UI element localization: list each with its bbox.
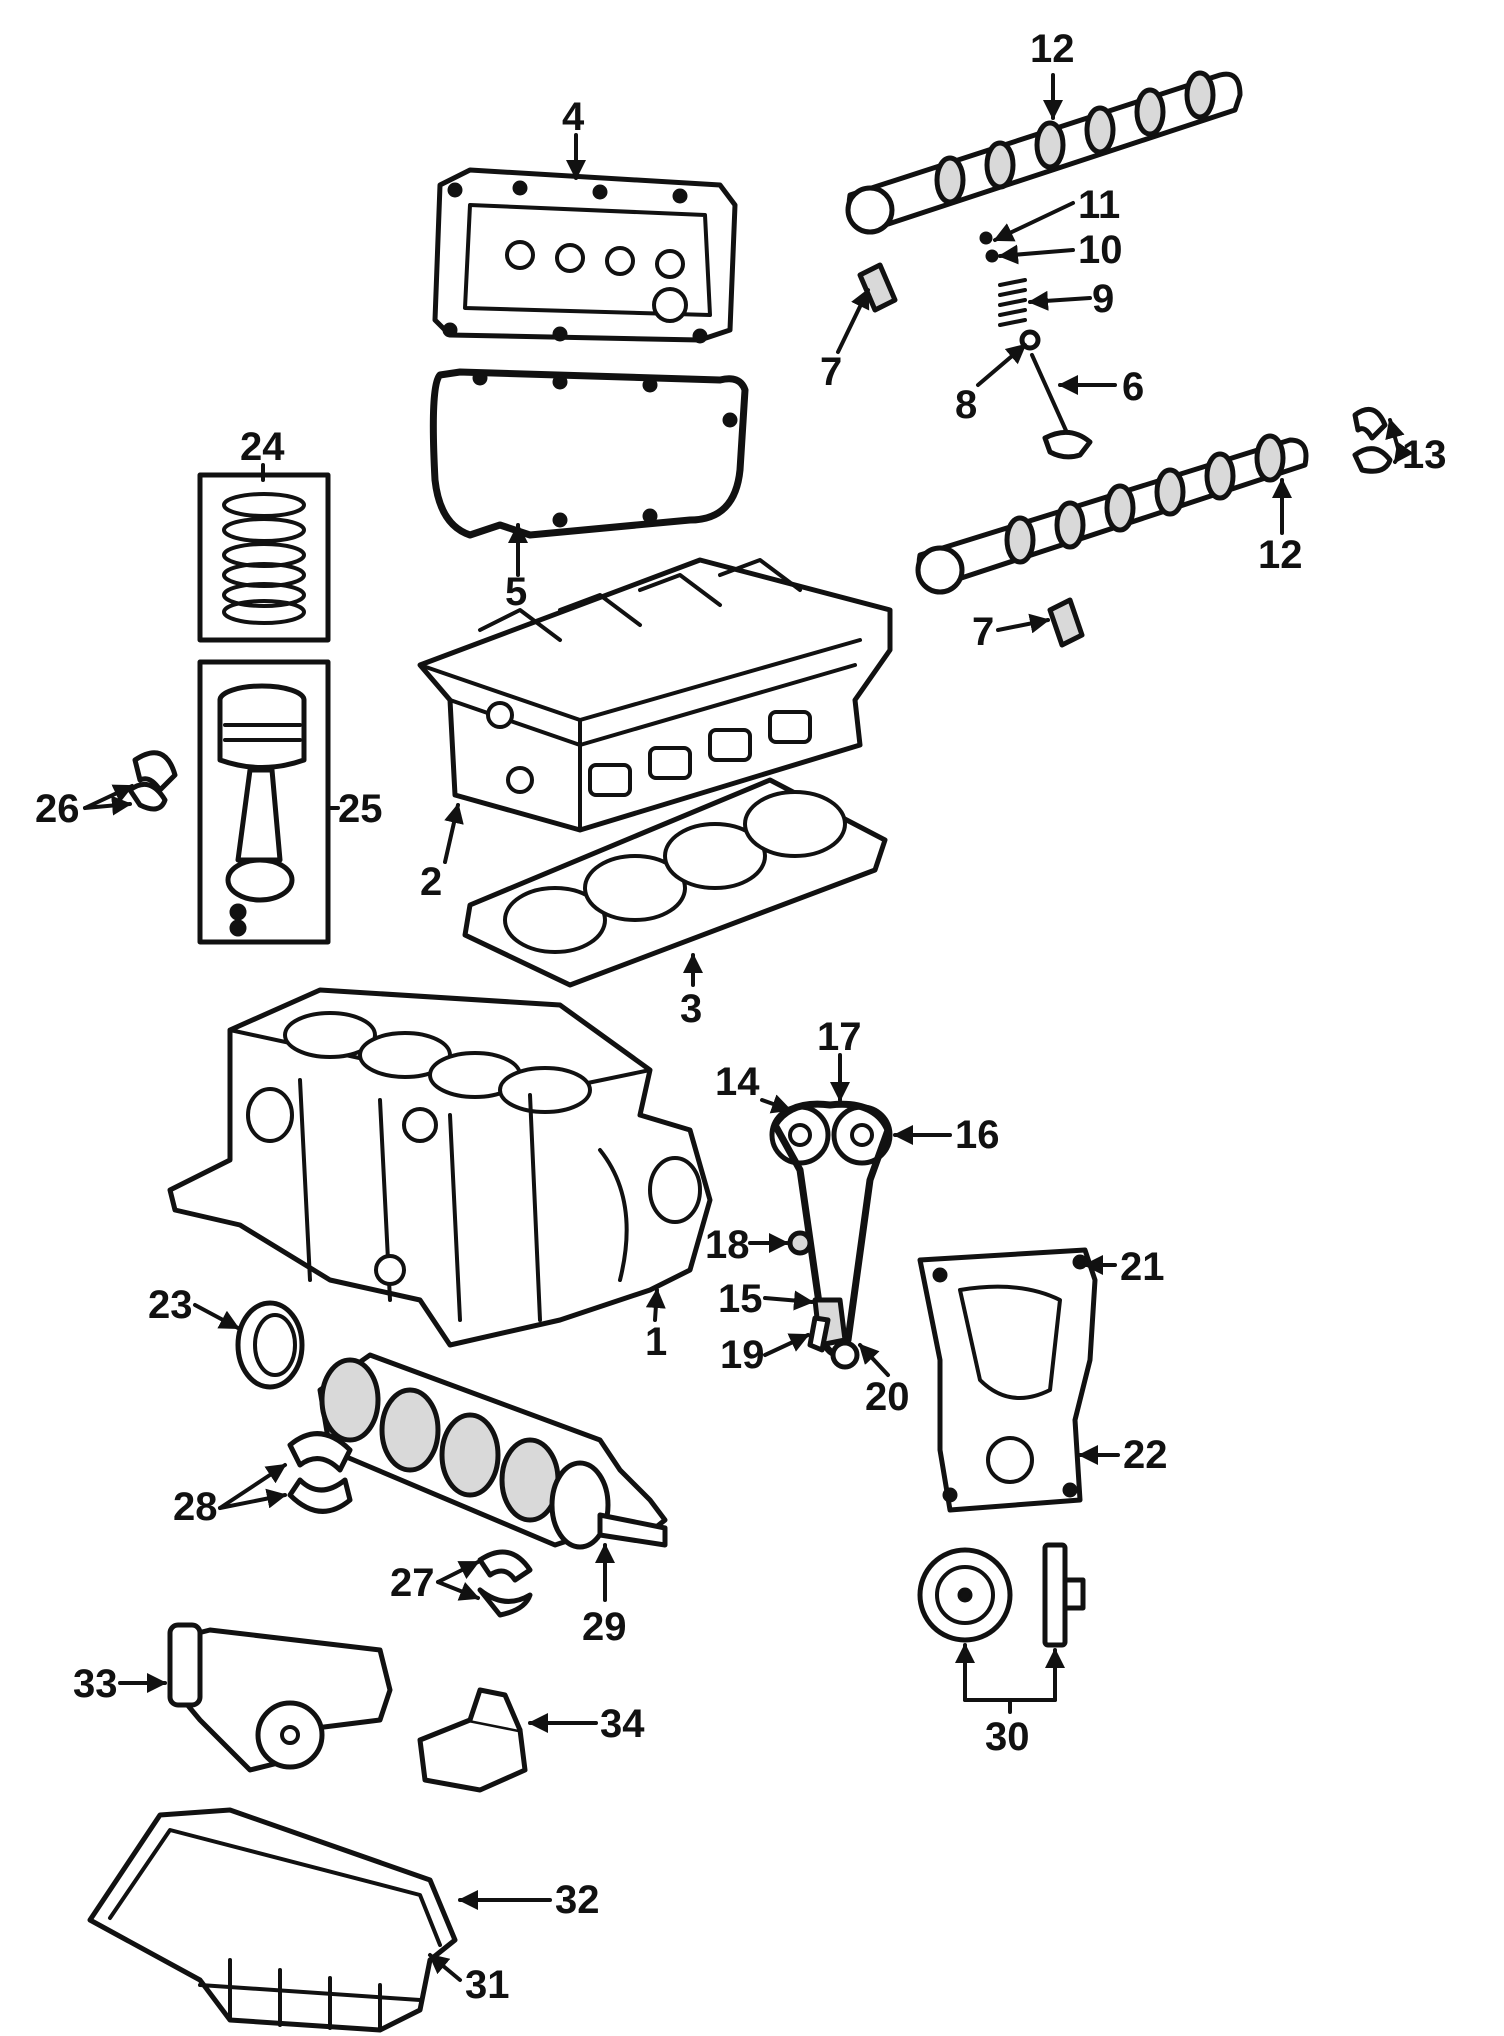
callout-21: 21 bbox=[1120, 1245, 1165, 1289]
callout-28: 28 bbox=[173, 1485, 218, 1529]
oil-pickup bbox=[417, 1687, 528, 1793]
cylinder-head bbox=[417, 557, 893, 833]
callout-29: 29 bbox=[582, 1605, 627, 1649]
callout-7-lower: 7 bbox=[972, 610, 994, 654]
callout-6: 6 bbox=[1122, 365, 1144, 409]
piston-and-rod bbox=[197, 659, 331, 945]
valve-keepers bbox=[979, 231, 999, 263]
valve-spring bbox=[998, 278, 1027, 327]
callout-3: 3 bbox=[680, 987, 702, 1031]
callout-13: 13 bbox=[1402, 433, 1447, 477]
callout-33: 33 bbox=[73, 1662, 118, 1706]
callout-27: 27 bbox=[390, 1561, 435, 1605]
callout-2: 2 bbox=[420, 860, 442, 904]
rod-bearings bbox=[127, 750, 178, 812]
main-bearings bbox=[287, 1431, 353, 1514]
callout-23: 23 bbox=[148, 1283, 193, 1327]
callout-11: 11 bbox=[1078, 183, 1120, 227]
callout-32: 32 bbox=[555, 1878, 600, 1922]
callout-25: 25 bbox=[338, 787, 383, 831]
callout-18: 18 bbox=[705, 1223, 750, 1267]
valve-cover bbox=[432, 167, 738, 344]
callout-4: 4 bbox=[562, 95, 585, 139]
callout-10: 10 bbox=[1078, 228, 1123, 272]
valve bbox=[1030, 353, 1093, 460]
callout-7-upper: 7 bbox=[820, 350, 842, 394]
thrust-bearings bbox=[477, 1549, 533, 1618]
valve-lifter-lower bbox=[1047, 597, 1085, 648]
head-gasket bbox=[462, 777, 888, 988]
callout-31: 31 bbox=[465, 1963, 510, 2007]
callout-20: 20 bbox=[865, 1375, 910, 1419]
oil-pump bbox=[167, 1622, 393, 1773]
callout-8: 8 bbox=[955, 383, 977, 427]
leader-lines bbox=[83, 73, 1414, 1982]
rear-main-seal bbox=[235, 1300, 305, 1390]
callout-15: 15 bbox=[718, 1277, 763, 1321]
callout-12-upper: 12 bbox=[1030, 27, 1075, 71]
callout-1: 1 bbox=[645, 1320, 667, 1364]
callout-9: 9 bbox=[1092, 277, 1114, 321]
callout-labels: 1 2 3 4 5 6 7 7 8 9 10 11 12 12 13 14 15… bbox=[35, 27, 1447, 2007]
callout-12-lower: 12 bbox=[1258, 533, 1303, 577]
callout-19: 19 bbox=[720, 1333, 765, 1377]
callout-17: 17 bbox=[817, 1015, 862, 1059]
valve-lifter-upper bbox=[857, 262, 898, 313]
callout-5: 5 bbox=[505, 570, 527, 614]
engine-block bbox=[167, 987, 713, 1348]
crankshaft bbox=[317, 1352, 668, 1550]
timing-chain bbox=[769, 1100, 893, 1370]
timing-cover bbox=[917, 1247, 1098, 1513]
camshaft-lower bbox=[915, 433, 1309, 595]
callout-14: 14 bbox=[715, 1060, 760, 1104]
oil-pan bbox=[87, 1807, 458, 2033]
valve-cover-gasket bbox=[429, 368, 749, 539]
callout-22: 22 bbox=[1123, 1433, 1168, 1477]
callout-26: 26 bbox=[35, 787, 80, 831]
crank-pulley bbox=[917, 1542, 1086, 1648]
callout-16: 16 bbox=[955, 1113, 1000, 1157]
cam-bearing-caps bbox=[1352, 406, 1393, 474]
callout-24: 24 bbox=[240, 425, 285, 469]
piston-rings bbox=[197, 472, 331, 643]
callout-30: 30 bbox=[985, 1715, 1030, 1759]
camshaft-upper bbox=[845, 70, 1243, 235]
callout-34: 34 bbox=[600, 1702, 645, 1746]
